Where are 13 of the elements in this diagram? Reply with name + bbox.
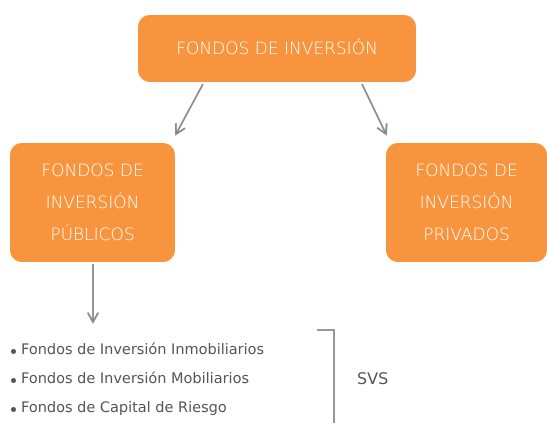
arrow bbox=[361, 84, 388, 135]
box-label: FONDOS DE INVERSIÓN PÚBLICOS bbox=[40, 160, 145, 246]
category-box bbox=[386, 143, 547, 262]
authority-label: SVS bbox=[357, 369, 388, 388]
list-item: Fondos de Inversión Inmobiliarios bbox=[10, 336, 320, 365]
list-item: Fondos de Inversión Mobiliarios bbox=[10, 365, 320, 394]
category-box bbox=[10, 143, 175, 262]
arrow bbox=[86, 264, 100, 323]
box-label: FONDOS DE INVERSIÓN PRIVADOS bbox=[414, 160, 519, 246]
list-item: Fondos de Capital de Riesgo bbox=[10, 394, 320, 423]
box-label: FONDOS DE INVERSIÓN bbox=[176, 37, 378, 60]
category-box bbox=[138, 15, 416, 82]
arrow bbox=[174, 84, 204, 135]
